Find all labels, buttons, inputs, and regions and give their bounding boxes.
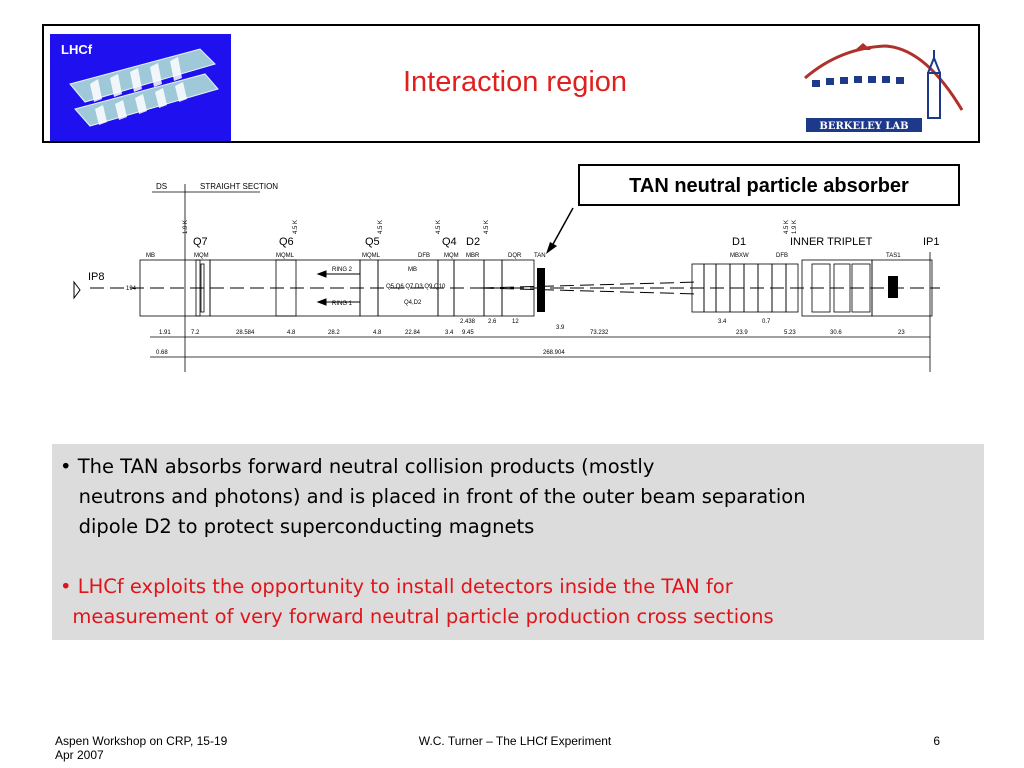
label-q4: Q4 — [442, 236, 457, 248]
svg-text:MB: MB — [146, 253, 155, 259]
svg-text:MQML: MQML — [276, 253, 295, 259]
svg-text:DFB: DFB — [776, 253, 788, 259]
footer-workshop: Aspen Workshop on CRP, 15-19 Apr 2007 — [55, 734, 228, 762]
beamline-diagram: DS STRAIGHT SECTION Q7 Q6 Q5 Q4 D2 D1 IN… — [60, 172, 940, 384]
bullet-lhcf-exploits: • LHCf exploits the opportunity to insta… — [60, 575, 774, 628]
svg-text:4.5 K: 4.5 K — [484, 220, 490, 234]
svg-text:RING 2: RING 2 — [332, 267, 353, 273]
svg-text:4.5 K: 4.5 K — [436, 220, 442, 234]
tas1-block — [888, 276, 898, 298]
label-d1: D1 — [732, 236, 746, 248]
berkeley-lab-logo: BERKELEY LAB — [800, 38, 970, 138]
tan-absorber — [537, 268, 545, 312]
footer-author: W.C. Turner – The LHCf Experiment — [418, 734, 612, 748]
svg-text:1.9 K: 1.9 K — [792, 220, 798, 234]
svg-text:2.6: 2.6 — [488, 319, 497, 325]
label-q7: Q7 — [193, 236, 208, 248]
svg-text:3.4: 3.4 — [718, 319, 727, 325]
svg-text:MQM: MQM — [194, 253, 209, 259]
lab-name: BERKELEY LAB — [819, 121, 908, 132]
svg-text:23.9: 23.9 — [736, 330, 748, 336]
svg-text:4.5 K: 4.5 K — [293, 220, 299, 234]
svg-text:23: 23 — [898, 330, 905, 336]
svg-text:30.6: 30.6 — [830, 330, 842, 336]
svg-text:73.232: 73.232 — [590, 330, 609, 336]
svg-text:MB: MB — [408, 267, 417, 273]
label-straight-section: STRAIGHT SECTION — [200, 182, 278, 191]
svg-text:DFB: DFB — [418, 253, 430, 259]
label-q6: Q6 — [279, 236, 294, 248]
svg-text:4.5 K: 4.5 K — [378, 220, 384, 234]
svg-text:0.68: 0.68 — [156, 350, 168, 356]
svg-text:5.23: 5.23 — [784, 330, 796, 336]
svg-text:4.8: 4.8 — [287, 330, 296, 336]
lhcf-logo: LHCf — [50, 34, 231, 141]
label-ip8: IP8 — [88, 271, 105, 283]
svg-text:MQML: MQML — [362, 253, 381, 259]
svg-text:TAS1: TAS1 — [886, 253, 901, 259]
svg-text:RING 1: RING 1 — [332, 301, 353, 307]
tan-callout: TAN neutral particle absorber — [578, 164, 960, 206]
label-ds: DS — [156, 182, 167, 191]
label-d2: D2 — [466, 236, 480, 248]
label-q5: Q5 — [365, 236, 380, 248]
page-number: 6 — [933, 734, 940, 748]
svg-text:3.4: 3.4 — [445, 330, 454, 336]
svg-text:4.5 K: 4.5 K — [784, 220, 790, 234]
svg-text:0.7: 0.7 — [762, 319, 771, 325]
svg-text:MBR: MBR — [466, 253, 480, 259]
svg-text:MBXW: MBXW — [730, 253, 749, 259]
svg-text:Q4,D2: Q4,D2 — [404, 300, 422, 306]
detector-graphic — [69, 48, 219, 127]
svg-text:TAN: TAN — [534, 253, 546, 259]
svg-text:DQR: DQR — [508, 253, 522, 259]
svg-text:MQM: MQM — [444, 253, 459, 259]
svg-text:12: 12 — [512, 319, 519, 325]
svg-text:9.45: 9.45 — [462, 330, 474, 336]
page-title: Interaction region — [402, 66, 628, 98]
svg-text:3.9: 3.9 — [556, 325, 565, 331]
svg-text:194: 194 — [126, 286, 137, 292]
svg-text:268.904: 268.904 — [543, 350, 565, 356]
svg-text:4.8: 4.8 — [373, 330, 382, 336]
svg-text:7.2: 7.2 — [191, 330, 200, 336]
bullet-tan-absorbs: • The TAN absorbs forward neutral collis… — [60, 455, 806, 538]
callout-arrow — [546, 207, 574, 254]
label-inner-triplet: INNER TRIPLET — [790, 236, 873, 248]
svg-text:28.2: 28.2 — [328, 330, 340, 336]
bullet-box: • The TAN absorbs forward neutral collis… — [52, 444, 984, 640]
logo-label: LHCf — [61, 42, 93, 57]
svg-text:2.438: 2.438 — [460, 319, 476, 325]
svg-text:Q5,Q6,Q7,D3,Q9,Q10: Q5,Q6,Q7,D3,Q9,Q10 — [386, 284, 446, 290]
svg-text:1.9 K: 1.9 K — [183, 220, 189, 234]
svg-text:28.584: 28.584 — [236, 330, 255, 336]
svg-text:1.91: 1.91 — [159, 330, 171, 336]
svg-text:22.84: 22.84 — [405, 330, 421, 336]
label-ip1: IP1 — [923, 236, 940, 248]
